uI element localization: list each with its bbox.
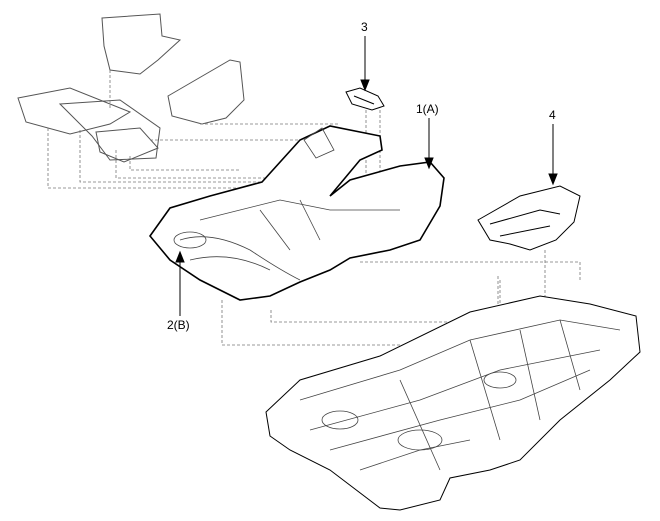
floor-mat-rear-left [17, 87, 132, 135]
floor-mat-front-small [95, 127, 159, 163]
floor-mat-rear-center [101, 13, 182, 75]
callout-4: 4 [549, 108, 556, 122]
part-3-bracket [345, 87, 385, 111]
vehicle-body-floor [265, 295, 641, 511]
floor-mat-front-passenger [167, 59, 245, 125]
floor-carpet [148, 125, 445, 301]
callout-2b: 2(B) [167, 318, 190, 332]
floor-mat-front-driver [58, 99, 161, 161]
callout-1a: 1(A) [416, 102, 439, 116]
callout-3: 3 [361, 20, 368, 34]
